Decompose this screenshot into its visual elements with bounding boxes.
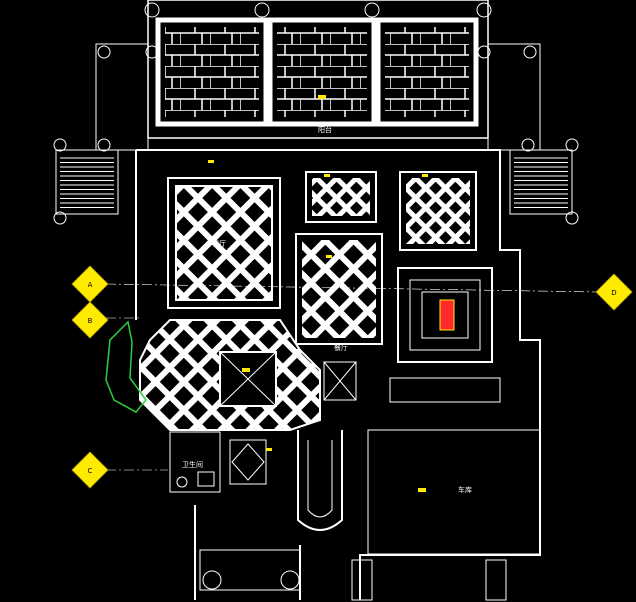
kitchen-ceiling: [389, 267, 501, 403]
dining-ceiling: [295, 233, 383, 345]
section-marker-d: D: [595, 273, 633, 311]
bathroom: [169, 431, 221, 493]
label-garage: 车库: [458, 485, 472, 494]
stair-core: [229, 361, 357, 531]
bay-room-ceiling: [105, 319, 321, 431]
hall-ceiling: [305, 171, 377, 223]
label-terrace: 阳台: [318, 125, 332, 134]
svg-text:A: A: [88, 281, 93, 289]
svg-text:B: B: [88, 317, 93, 325]
bedroom-ceiling: [399, 171, 477, 251]
section-marker-a: A: [71, 265, 109, 303]
axis-lines: [105, 283, 599, 471]
top-terrace: [95, 0, 541, 151]
section-marker-c: C: [71, 451, 109, 489]
living-room-ceiling: [167, 177, 281, 309]
left-stair: [53, 138, 119, 225]
svg-text:D: D: [611, 289, 616, 297]
label-dining: 餐厅: [334, 343, 348, 352]
label-living: 客厅: [212, 239, 226, 248]
section-marker-b: B: [71, 301, 109, 339]
svg-text:C: C: [88, 467, 93, 475]
bottom-entry: [199, 549, 507, 601]
ceiling-lights: [208, 95, 428, 492]
light-fixture: [439, 299, 455, 331]
garage-outline: [367, 429, 541, 555]
label-bath: 卫生间: [182, 460, 203, 469]
bay-window: [105, 320, 147, 413]
right-stair: [509, 138, 579, 225]
